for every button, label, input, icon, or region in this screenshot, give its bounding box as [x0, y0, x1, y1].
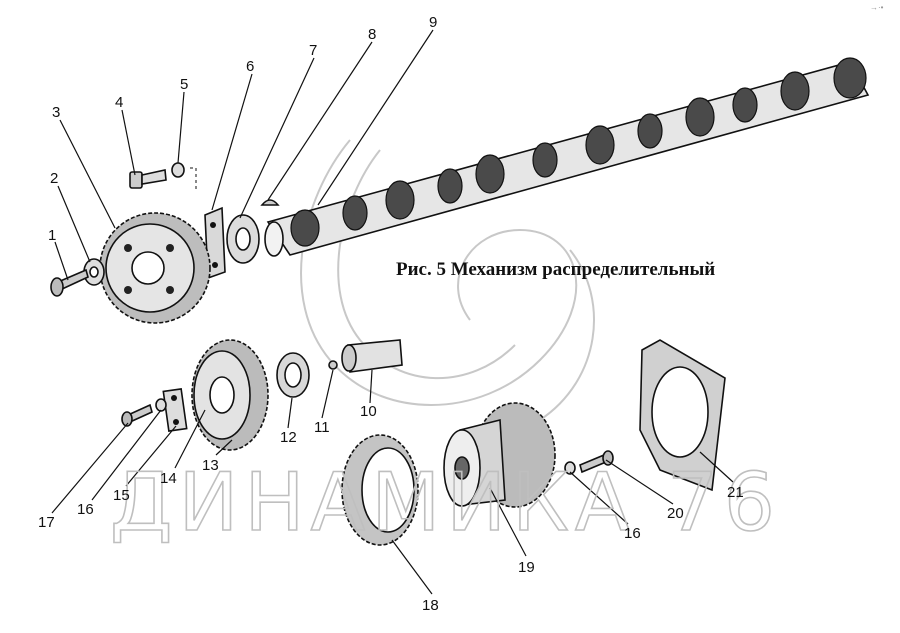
bolt-4 [129, 169, 167, 189]
pin-11 [328, 360, 338, 370]
bolt-17 [121, 403, 153, 427]
plate-15 [162, 388, 188, 432]
callout-16-right: 16 [624, 525, 641, 542]
gasket-21 [639, 339, 726, 492]
callout-18: 18 [422, 597, 439, 614]
callout-15: 15 [113, 487, 130, 504]
callout-16-left: 16 [77, 501, 94, 518]
callout-labels: 1 2 3 4 5 6 7 8 9 10 11 12 13 14 15 16 1… [38, 14, 744, 614]
axle-10 [341, 339, 403, 373]
hub-gear-19 [443, 402, 556, 508]
watermark-text: ДИНАМИКА 76 [110, 456, 781, 549]
callout-4: 4 [115, 94, 123, 111]
callout-9: 9 [429, 14, 437, 31]
callout-5: 5 [180, 76, 188, 93]
callout-6: 6 [246, 58, 254, 75]
camshaft-gear-3 [99, 212, 211, 324]
callout-8: 8 [368, 26, 376, 43]
callout-20: 20 [667, 505, 684, 522]
callout-14: 14 [160, 470, 177, 487]
callout-7: 7 [309, 42, 317, 59]
callout-3: 3 [52, 104, 60, 121]
thrust-washer-7 [226, 214, 260, 264]
corner-mark: →·• [870, 3, 884, 12]
callout-19: 19 [518, 559, 535, 576]
bolt-20 [579, 450, 614, 474]
callout-21: 21 [727, 484, 744, 501]
washer-16-right [564, 461, 576, 475]
intermediate-gear-13 [191, 339, 269, 451]
key-8 [260, 199, 280, 206]
callout-11: 11 [314, 419, 330, 436]
figure-caption: Рис. 5 Механизм распределительный [396, 259, 715, 280]
lock-washer-5 [171, 162, 185, 178]
washer-16-left [155, 398, 167, 412]
bolt-1 [50, 268, 89, 297]
callout-10: 10 [360, 403, 377, 420]
ring-gear-18 [341, 434, 419, 546]
washer-2 [83, 258, 105, 286]
leader-lines [51, 29, 734, 595]
washer-12 [276, 352, 310, 398]
callout-1: 1 [48, 227, 56, 244]
callout-13: 13 [202, 457, 219, 474]
camshaft [264, 57, 870, 257]
callout-2: 2 [50, 170, 58, 187]
callout-12: 12 [280, 429, 297, 446]
callout-17: 17 [38, 514, 55, 531]
